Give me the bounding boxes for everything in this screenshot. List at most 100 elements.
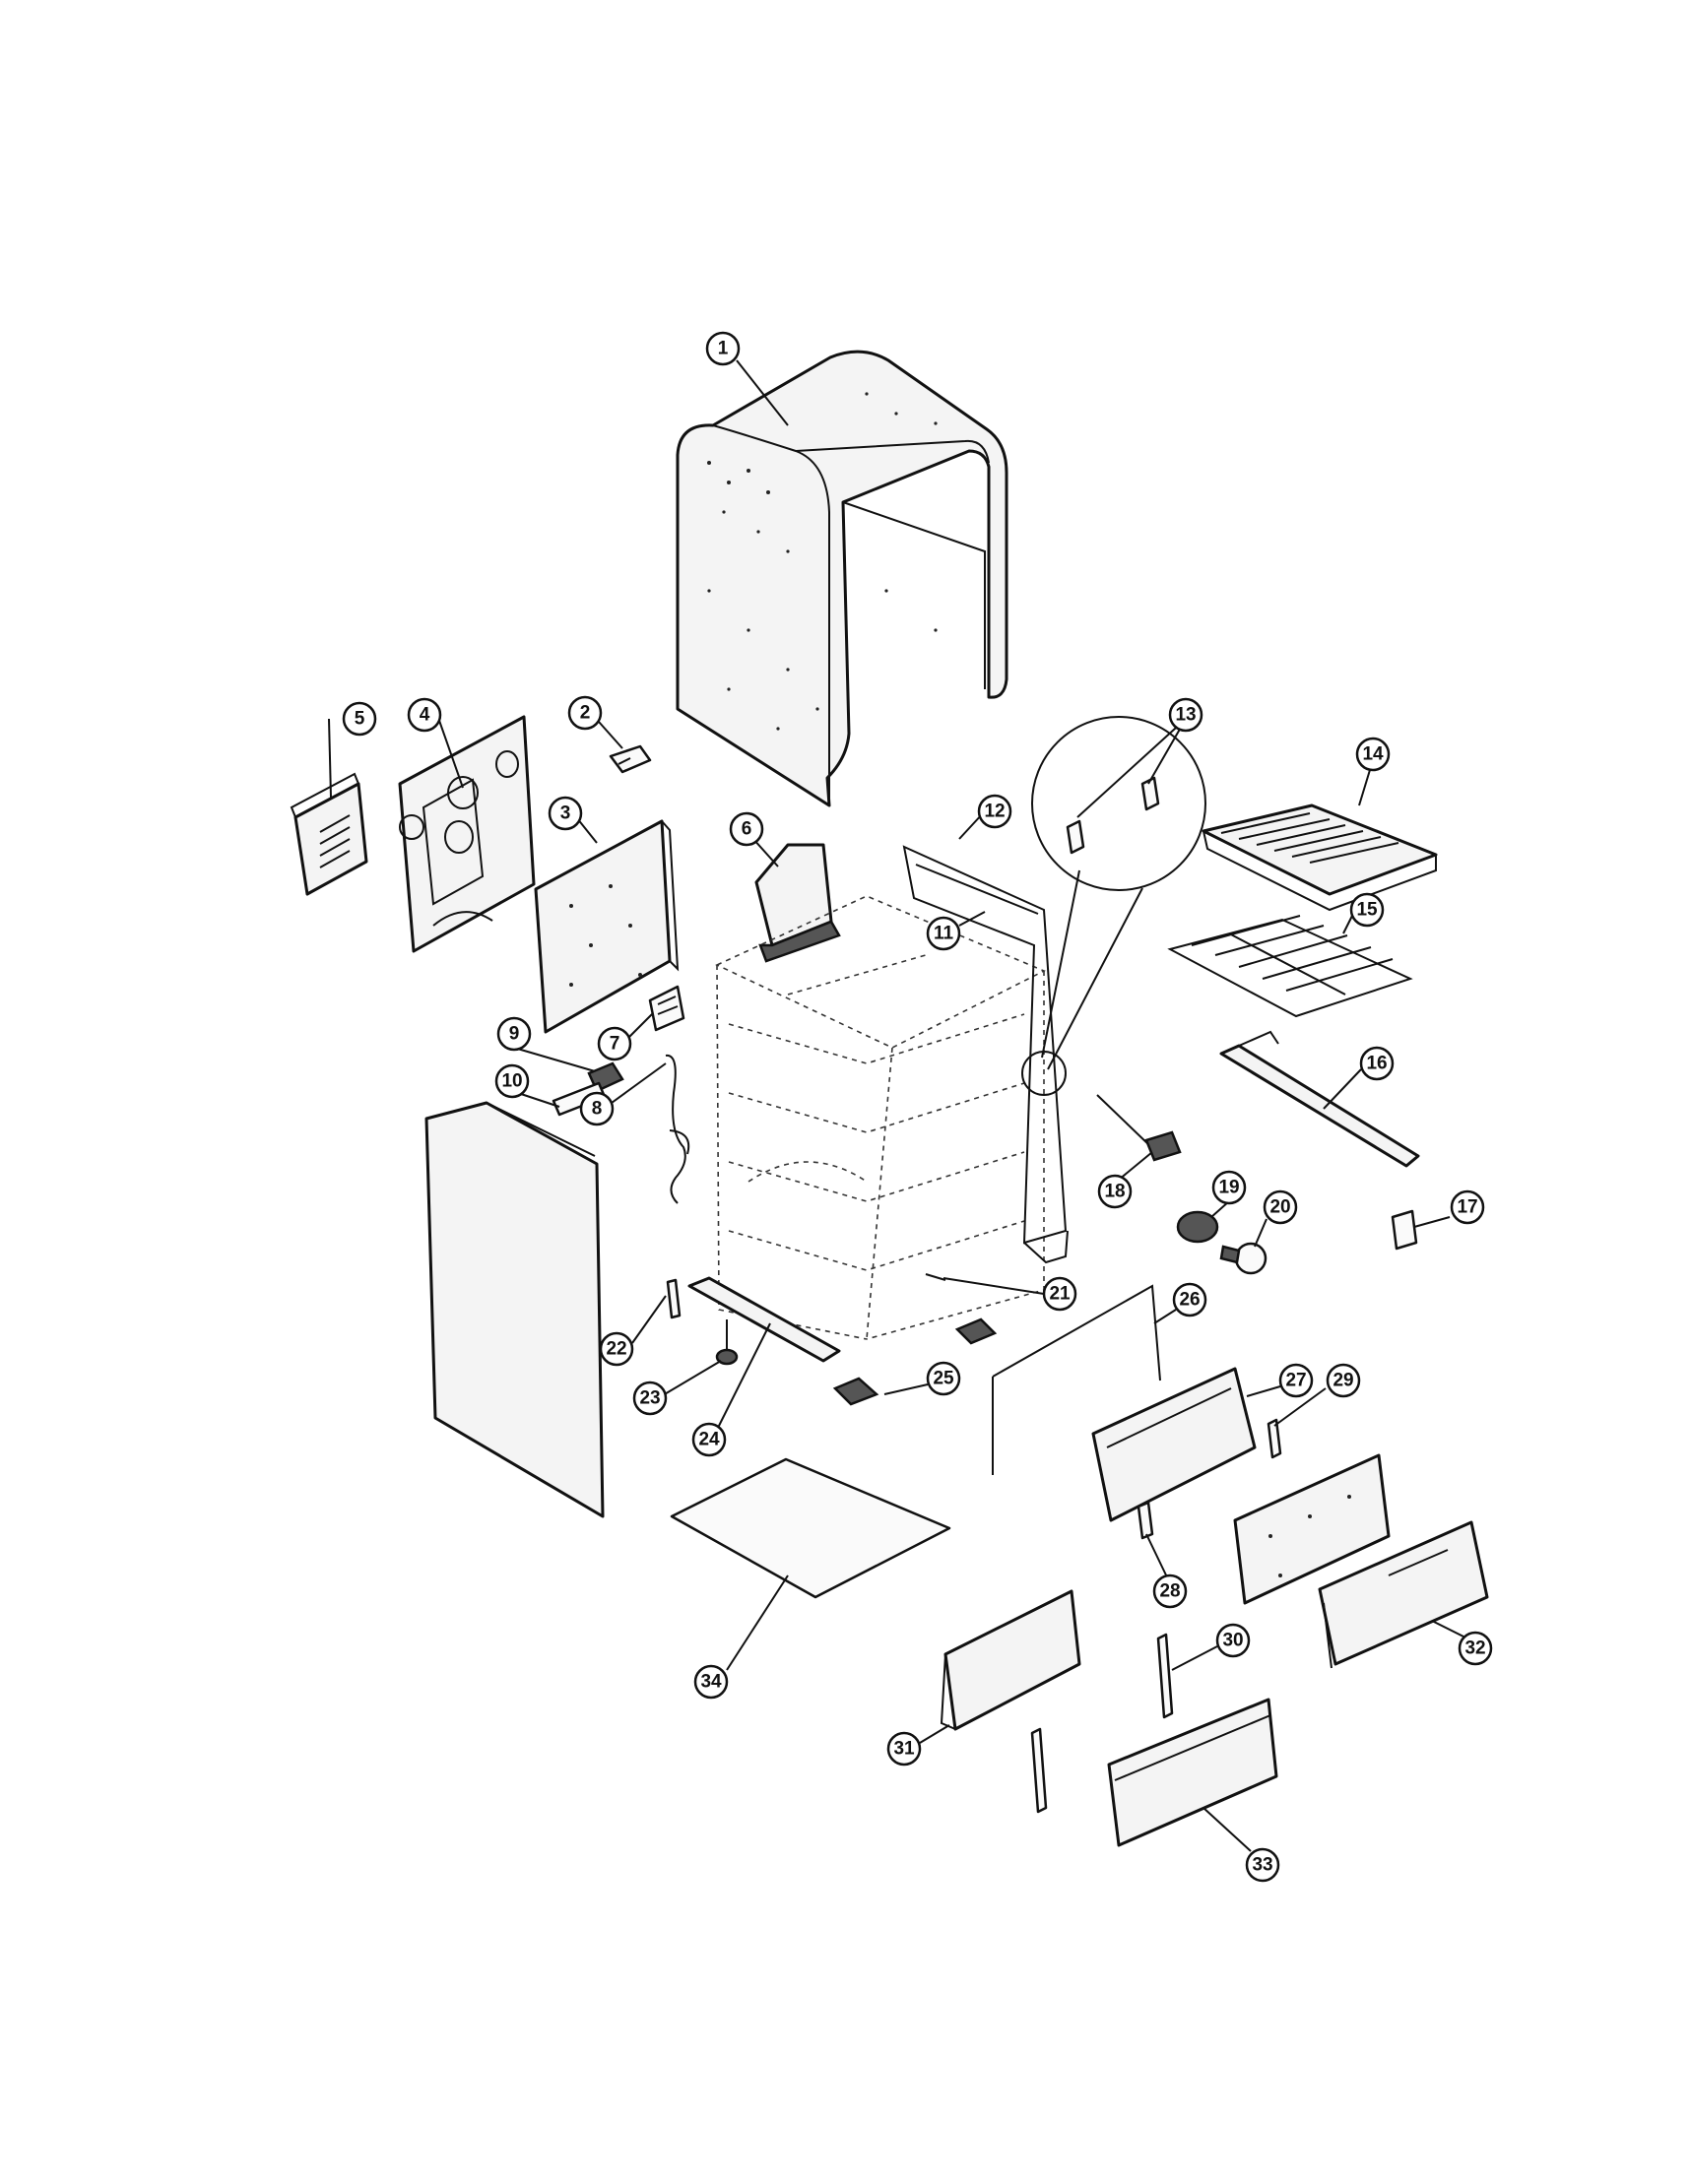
callout-34-label: 34 bbox=[700, 1672, 722, 1693]
part-31-drawer-body bbox=[940, 1589, 1081, 1731]
callout-27-label: 27 bbox=[1285, 1371, 1306, 1391]
callout-14: 14 bbox=[1355, 737, 1391, 772]
part-22-hinge-receptacle bbox=[666, 1278, 682, 1319]
oven-body bbox=[715, 895, 1046, 1340]
callout-1: 1 bbox=[705, 331, 741, 366]
part-28-hinge bbox=[1137, 1501, 1154, 1540]
callout-25: 25 bbox=[926, 1361, 961, 1396]
part-1-cabinet-wrapper bbox=[676, 350, 1008, 807]
callout-1-label: 1 bbox=[718, 339, 729, 359]
callout-3: 3 bbox=[548, 796, 583, 831]
callout-10: 10 bbox=[494, 1063, 530, 1099]
callout-31-label: 31 bbox=[893, 1739, 915, 1760]
part-1-texture bbox=[707, 392, 938, 731]
callout-18-label: 18 bbox=[1104, 1182, 1125, 1202]
callout-16-label: 16 bbox=[1366, 1054, 1387, 1074]
part-11-strip bbox=[915, 864, 1039, 915]
door-insulation bbox=[1233, 1453, 1391, 1605]
part-17-bracket bbox=[1391, 1209, 1418, 1251]
part-34-bottom-panel bbox=[670, 1457, 951, 1599]
callout-13: 13 bbox=[1168, 697, 1203, 733]
callout-26: 26 bbox=[1172, 1282, 1207, 1317]
callout-12: 12 bbox=[977, 794, 1012, 829]
part-25-feet-pads bbox=[832, 1317, 998, 1406]
callout-29-label: 29 bbox=[1332, 1371, 1353, 1391]
callout-2-label: 2 bbox=[580, 703, 591, 724]
callout-31: 31 bbox=[886, 1731, 922, 1766]
callout-32: 32 bbox=[1458, 1631, 1493, 1666]
callout-27: 27 bbox=[1278, 1363, 1314, 1398]
part-12-front-frame bbox=[902, 845, 1069, 1264]
callout-13-label: 13 bbox=[1175, 705, 1196, 726]
part-16-burner bbox=[1219, 1030, 1420, 1168]
callout-33: 33 bbox=[1245, 1847, 1280, 1883]
callout-6-label: 6 bbox=[742, 819, 752, 840]
callout-9-label: 9 bbox=[509, 1024, 520, 1045]
part-32-outer-door bbox=[1318, 1520, 1489, 1669]
part-8-wire-harness bbox=[665, 1054, 690, 1204]
callout-6: 6 bbox=[729, 811, 764, 847]
leader-lines bbox=[328, 359, 1468, 1852]
part-7-terminal-block bbox=[648, 985, 685, 1032]
callout-15: 15 bbox=[1349, 892, 1385, 928]
callout-7: 7 bbox=[597, 1026, 632, 1061]
part-24-kick-plate bbox=[687, 1276, 841, 1363]
callout-12-label: 12 bbox=[984, 802, 1005, 822]
callout-22: 22 bbox=[599, 1331, 634, 1367]
callout-4: 4 bbox=[407, 697, 442, 733]
callout-19-label: 19 bbox=[1218, 1178, 1239, 1198]
callout-22-label: 22 bbox=[606, 1339, 626, 1360]
callout-17: 17 bbox=[1450, 1189, 1485, 1225]
part-2-bracket bbox=[609, 744, 652, 774]
callout-11-label: 11 bbox=[934, 924, 954, 944]
part-33-drawer-front bbox=[1107, 1698, 1278, 1847]
callout-30: 30 bbox=[1215, 1623, 1251, 1658]
callout-11: 11 bbox=[926, 916, 961, 951]
part-13-detail-bubble bbox=[1021, 716, 1206, 1096]
callout-10-label: 10 bbox=[501, 1071, 522, 1092]
callout-4-label: 4 bbox=[420, 705, 430, 726]
callout-20: 20 bbox=[1263, 1189, 1298, 1225]
callout-14-label: 14 bbox=[1362, 744, 1384, 765]
callout-5: 5 bbox=[342, 701, 377, 737]
callout-28: 28 bbox=[1152, 1574, 1188, 1609]
callout-30-label: 30 bbox=[1222, 1631, 1243, 1651]
callout-8-label: 8 bbox=[592, 1099, 603, 1120]
callout-24-label: 24 bbox=[698, 1430, 720, 1450]
part-30-drawer-slide bbox=[1030, 1633, 1174, 1814]
part-27-inner-door bbox=[1091, 1367, 1257, 1522]
part-3-insulation-panel bbox=[534, 819, 680, 1034]
part-19-lamp-receptacle bbox=[1176, 1210, 1219, 1244]
callout-23-label: 23 bbox=[639, 1388, 660, 1409]
callout-19: 19 bbox=[1211, 1170, 1247, 1205]
part-6-shield bbox=[754, 843, 841, 963]
callout-33-label: 33 bbox=[1252, 1855, 1272, 1876]
callout-16: 16 bbox=[1359, 1046, 1395, 1081]
callout-25-label: 25 bbox=[933, 1369, 954, 1389]
callout-28-label: 28 bbox=[1159, 1581, 1180, 1602]
part-21-screw bbox=[925, 1273, 946, 1281]
part-20-light-bulb bbox=[1219, 1242, 1268, 1275]
callout-7-label: 7 bbox=[610, 1034, 620, 1055]
part-4-back-panel bbox=[398, 715, 536, 953]
callout-32-label: 32 bbox=[1464, 1638, 1485, 1659]
part-5-vent-cover bbox=[290, 772, 368, 896]
part-29-hinge bbox=[1267, 1418, 1282, 1459]
callout-24: 24 bbox=[691, 1422, 727, 1457]
callout-3-label: 3 bbox=[560, 803, 571, 824]
callout-18: 18 bbox=[1097, 1174, 1133, 1209]
callout-17-label: 17 bbox=[1457, 1197, 1477, 1218]
callout-8: 8 bbox=[579, 1091, 615, 1126]
part-15-oven-rack bbox=[1167, 915, 1413, 1018]
callout-34: 34 bbox=[693, 1664, 729, 1700]
part-23-leveling-leg bbox=[715, 1319, 739, 1366]
part-14-broiler-pan bbox=[1202, 803, 1438, 912]
callout-5-label: 5 bbox=[355, 709, 365, 730]
callout-26-label: 26 bbox=[1179, 1290, 1200, 1311]
callout-21: 21 bbox=[1042, 1276, 1077, 1312]
callout-15-label: 15 bbox=[1356, 900, 1378, 921]
callout-9: 9 bbox=[496, 1016, 532, 1052]
callout-20-label: 20 bbox=[1269, 1197, 1290, 1218]
callout-21-label: 21 bbox=[1049, 1284, 1071, 1305]
